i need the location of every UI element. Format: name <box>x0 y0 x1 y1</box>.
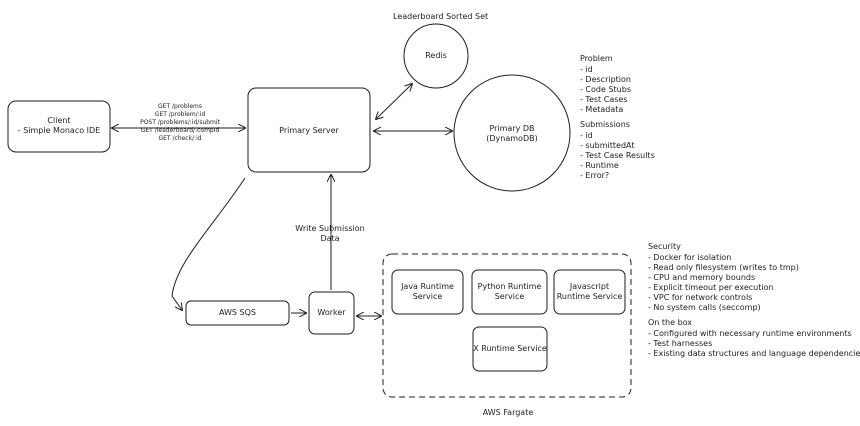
write-submission-line2: Data <box>320 234 340 243</box>
submissions-field: - Test Case Results <box>580 151 655 160</box>
java-runtime-label: Java Runtime Service <box>392 282 463 302</box>
on-the-box-item: - Existing data structures and language … <box>648 349 860 358</box>
aws-sqs-label: AWS SQS <box>218 308 257 317</box>
submissions-field: - Error? <box>580 171 610 180</box>
java-runtime-box <box>391 269 464 315</box>
javascript-runtime-label: Javascript Runtime Service <box>554 282 625 302</box>
security-item: - Docker for isolation <box>648 253 732 262</box>
arrow-server-sqs <box>171 177 246 310</box>
primary-server-label: Primary Server <box>279 126 339 135</box>
submissions-schema: Submissions - id - submittedAt - Test Ca… <box>580 120 655 181</box>
on-the-box-item: - Test harnesses <box>648 339 713 348</box>
problem-field: - Test Cases <box>580 95 628 104</box>
java-runtime-line2: Service <box>412 292 443 301</box>
redis-label: Redis <box>425 51 447 60</box>
primary-db-label-line1: Primary DB <box>489 124 535 133</box>
arrow-server-redis <box>376 84 412 119</box>
security-title: Security <box>648 242 681 251</box>
problem-schema: Problem - id - Description - Code Stubs … <box>580 54 631 115</box>
submissions-field: - Runtime <box>580 161 619 170</box>
submissions-field: - id <box>580 131 593 140</box>
primary-server-box <box>247 87 371 173</box>
client-box <box>7 100 111 153</box>
api-route: GET /check/:id <box>158 135 202 142</box>
java-runtime-line1: Java Runtime <box>401 282 454 291</box>
x-runtime-label: X Runtime Service <box>473 344 547 353</box>
write-submission-line1: Write Submission <box>295 224 365 233</box>
primary-db-node <box>453 74 571 192</box>
worker-box <box>308 291 355 335</box>
security-item: - No system calls (seccomp) <box>648 303 761 312</box>
api-route: GET /problem/:id <box>154 111 206 118</box>
aws-sqs-box <box>185 300 290 326</box>
javascript-runtime-line2: Runtime Service <box>556 292 623 301</box>
javascript-runtime-line1: Javascript <box>569 282 610 291</box>
security-item: - CPU and memory bounds <box>648 273 756 282</box>
problem-field: - id <box>580 65 593 74</box>
api-routes: GET /problems GET /problem/:id POST /pro… <box>128 103 232 143</box>
diagram-title: Leaderboard Sorted Set <box>393 12 489 21</box>
problem-field: - Code Stubs <box>580 85 631 94</box>
write-submission-label: Write Submission Data <box>290 224 370 244</box>
fargate-container <box>382 253 632 398</box>
submissions-field: - submittedAt <box>580 141 635 150</box>
python-runtime-line1: Python Runtime <box>477 282 542 291</box>
on-the-box-title: On the box <box>648 318 693 327</box>
client-label-line1: Client <box>47 116 71 125</box>
security-item: - VPC for network controls <box>648 293 753 302</box>
javascript-runtime-box <box>553 269 626 315</box>
api-route: GET /leaderboard/:compId <box>140 127 220 134</box>
api-route: POST /problems/:id/submit <box>140 119 220 126</box>
problem-field: - Metadata <box>580 105 624 114</box>
on-the-box-notes: On the box - Configured with necessary r… <box>648 318 860 359</box>
x-runtime-box <box>472 326 548 372</box>
python-runtime-label: Python Runtime Service <box>472 282 547 302</box>
problem-schema-title: Problem <box>580 54 613 63</box>
security-notes: Security - Docker for isolation - Read o… <box>648 242 799 313</box>
client-label: Client - Simple Monaco IDE <box>8 116 110 136</box>
api-route: GET /problems <box>158 103 202 110</box>
primary-db-label: Primary DB (DynamoDB) <box>454 124 570 144</box>
redis-node <box>403 23 469 89</box>
on-the-box-item: - Configured with necessary runtime envi… <box>648 329 852 338</box>
primary-db-label-line2: (DynamoDB) <box>486 134 538 143</box>
worker-label: Worker <box>317 308 346 317</box>
python-runtime-line2: Service <box>494 292 525 301</box>
client-label-line2: - Simple Monaco IDE <box>17 126 101 135</box>
fargate-label: AWS Fargate <box>482 408 534 417</box>
python-runtime-box <box>471 269 548 315</box>
submissions-schema-title: Submissions <box>580 120 630 129</box>
problem-field: - Description <box>580 75 631 84</box>
security-item: - Read only filesystem (writes to tmp) <box>648 263 799 272</box>
security-item: - Explicit timeout per execution <box>648 283 774 292</box>
